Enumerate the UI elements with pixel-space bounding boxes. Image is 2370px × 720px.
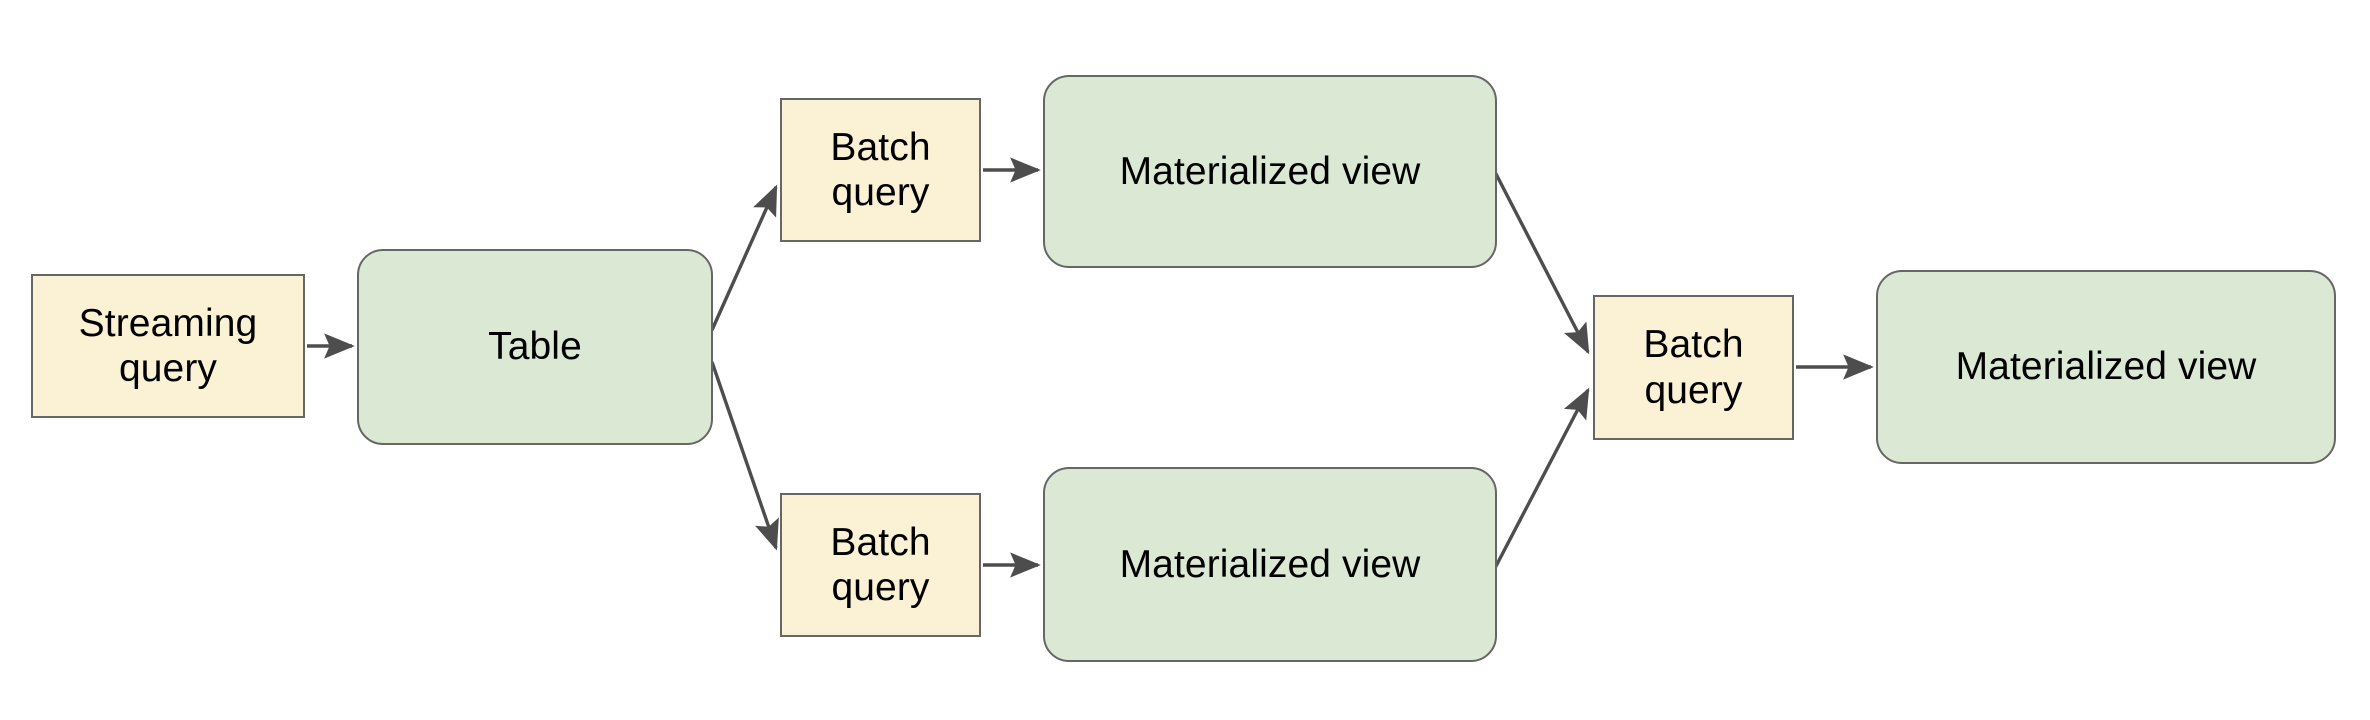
node-materialized-view-top[interactable]: Materialized view xyxy=(1043,75,1497,268)
node-label-table: Table xyxy=(488,325,582,369)
node-batch-query-top[interactable]: Batch query xyxy=(780,98,981,242)
node-label-batch-query-bottom: Batch query xyxy=(830,520,931,609)
node-label-batch-query-top: Batch query xyxy=(830,125,931,214)
node-label-batch-query-merge: Batch query xyxy=(1643,323,1744,412)
node-batch-query-bottom[interactable]: Batch query xyxy=(780,493,981,637)
edge-materialized-view-top-to-batch-query-merge xyxy=(1493,171,1590,355)
node-label-materialized-view-top: Materialized view xyxy=(1119,149,1421,193)
node-label-materialized-view-final: Materialized view xyxy=(1955,345,2257,389)
node-materialized-view-bottom[interactable]: Materialized view xyxy=(1043,467,1497,662)
edge-table-to-batch-query-top xyxy=(710,184,778,331)
node-materialized-view-final[interactable]: Materialized view xyxy=(1876,270,2336,464)
node-label-streaming-query: Streaming query xyxy=(78,301,258,390)
node-batch-query-merge[interactable]: Batch query xyxy=(1593,295,1794,440)
node-streaming-query[interactable]: Streaming query xyxy=(31,274,305,418)
node-table[interactable]: Table xyxy=(357,249,713,445)
edge-table-to-batch-query-bottom xyxy=(710,361,779,551)
node-label-materialized-view-bottom: Materialized view xyxy=(1119,542,1421,586)
edge-materialized-view-bottom-to-batch-query-merge xyxy=(1493,387,1590,569)
